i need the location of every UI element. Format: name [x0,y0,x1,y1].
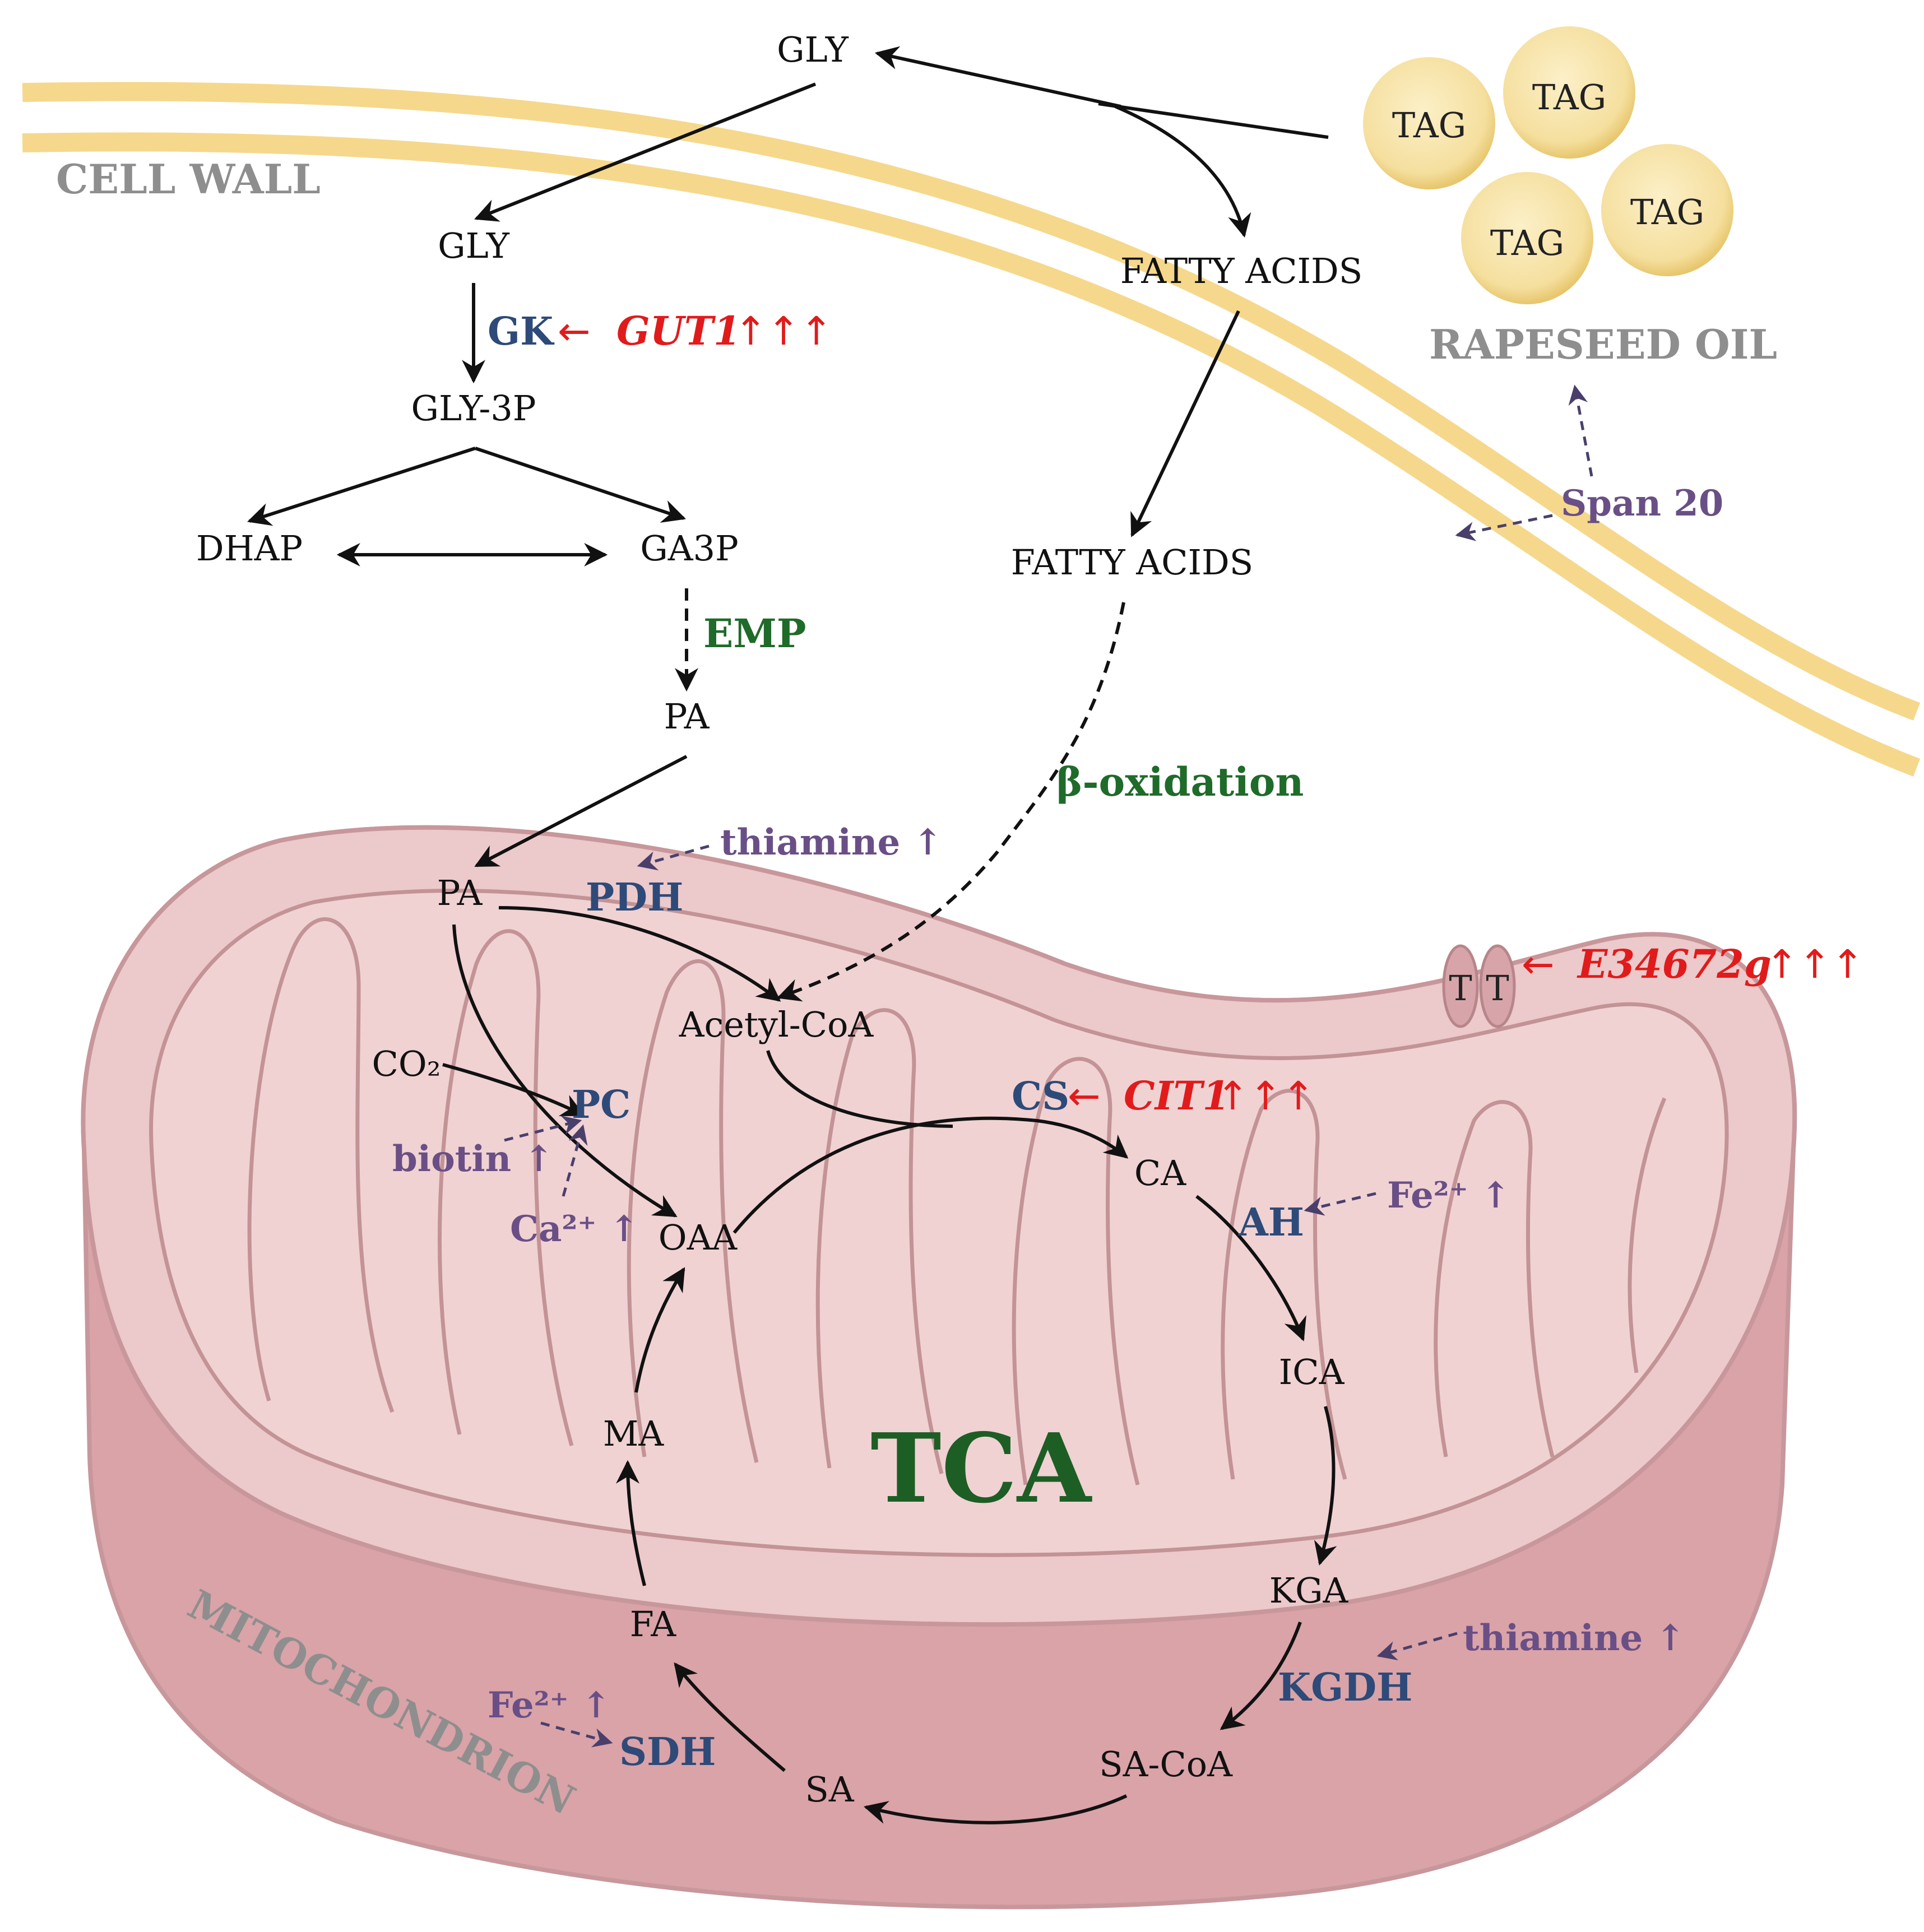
tca-label: TCA [870,1413,1092,1525]
cofactor-fe2-sdh: Fe²⁺ ↑ [488,1684,611,1726]
metabolite-sa: SA [805,1769,854,1810]
cell-wall-membrane [22,82,1921,777]
tag-label: TAG [1490,222,1564,263]
tag-droplet [1601,144,1733,276]
metabolite-pa-mitochondrion: PA [437,872,483,913]
gene-arrow-e34672g: ← [1522,941,1555,987]
metabolite-co2: CO₂ [372,1043,441,1084]
process-emp: EMP [703,610,806,657]
metabolite-fatty-acids-intracellular: FATTY ACIDS [1011,542,1253,583]
metabolite-oaa: OAA [659,1217,738,1258]
metabolite-ma: MA [603,1413,664,1454]
dashed-arrows [675,588,1125,1002]
tag-label: TAG [1630,192,1704,233]
enzyme-ah: AH [1238,1200,1304,1245]
metabolite-pa-cytosol: PA [664,696,710,737]
metabolite-acetyl-coa: Acetyl-CoA [679,1004,874,1045]
gene-up-cit1: ↑↑↑ [1216,1073,1315,1119]
metabolite-gly-intracellular: GLY [438,225,510,266]
cofactor-span20: Span 20 [1561,482,1723,524]
metabolite-gly-extracellular: GLY [777,29,849,70]
tag-droplet [1461,172,1593,304]
tag-droplet [1363,57,1495,189]
tag-droplet [1503,26,1635,159]
rapeseed-oil-label: RAPESEED OIL [1429,321,1777,368]
enzyme-pc: PC [572,1083,630,1127]
tag-droplets: TAG TAG TAG TAG [1363,26,1733,304]
cofactor-arrows [504,384,1593,1748]
mitochondrion-body [81,825,1797,1910]
gene-cit1: CIT1 [1124,1072,1230,1119]
transporter: T T [1442,944,1516,1028]
cell-wall-label: CELL WALL [56,155,321,203]
metabolite-ca: CA [1134,1153,1186,1193]
gene-e34672g: E34672g [1577,941,1772,987]
gene-up-e34672g: ↑↑↑ [1765,941,1864,987]
process-beta-oxidation: β-oxidation [1056,759,1304,805]
gene-gut1: GUT1 [616,308,741,354]
metabolite-ica: ICA [1279,1352,1345,1392]
enzyme-sdh: SDH [619,1730,716,1775]
enzyme-gk: GK [488,309,555,354]
tag-label: TAG [1532,77,1606,118]
enzyme-cs: CS [1012,1074,1069,1119]
reaction-arrows [247,46,1337,1824]
tag-label: TAG [1392,105,1466,146]
gene-arrow-cit1: ← [1068,1073,1101,1119]
transporter-label-2: T [1486,968,1509,1009]
metabolite-fa: FA [630,1604,677,1645]
transporter-label-1: T [1449,968,1472,1009]
metabolite-sa-coa: SA-CoA [1099,1744,1233,1785]
cofactor-thiamine-pdh: thiamine ↑ [720,821,943,863]
gene-arrow-gut1: ← [558,308,591,354]
metabolite-ga3p: GA3P [640,528,738,569]
cofactor-ca2: Ca²⁺ ↑ [510,1208,639,1250]
gene-up-gut1: ↑↑↑ [734,308,833,354]
enzyme-pdh: PDH [586,875,683,920]
metabolite-dhap: DHAP [196,528,303,569]
metabolite-fatty-acids-extracellular: FATTY ACIDS [1120,250,1362,291]
cofactor-thiamine-kgdh: thiamine ↑ [1463,1617,1685,1659]
metabolite-kga: KGA [1269,1570,1349,1611]
enzyme-kgdh: KGDH [1278,1665,1412,1710]
cofactor-biotin: biotin ↑ [392,1138,554,1180]
cofactor-fe2-ah: Fe²⁺ ↑ [1387,1174,1510,1216]
metabolite-gly3p: GLY-3P [411,388,536,429]
